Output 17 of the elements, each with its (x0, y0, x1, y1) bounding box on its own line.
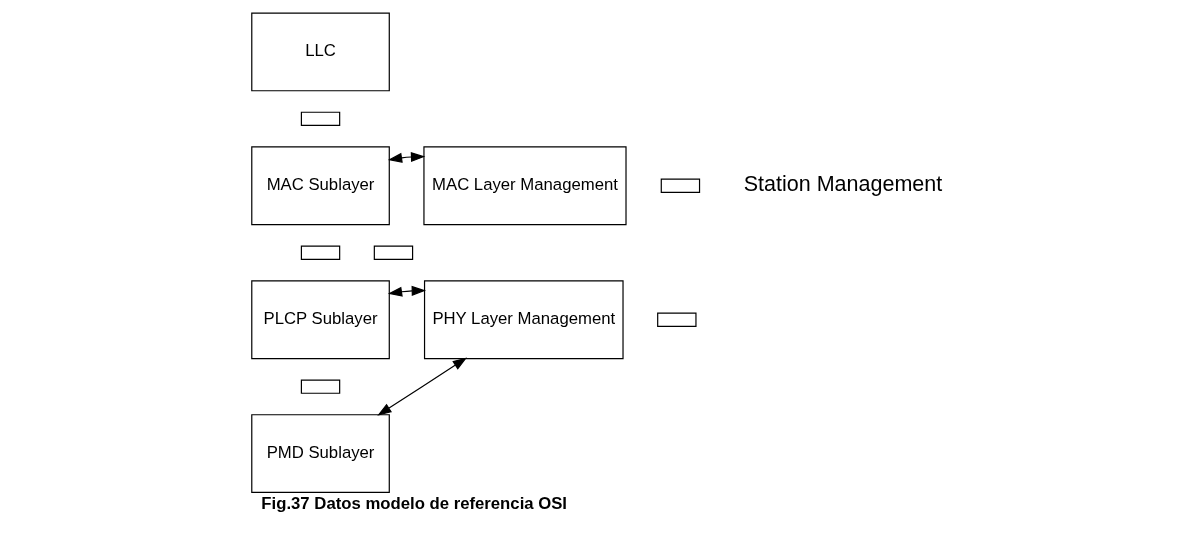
node-box: MAC Layer Management (422, 146, 627, 226)
node-box (300, 245, 340, 260)
node-box (373, 245, 413, 260)
arrow (387, 152, 425, 163)
node-box: PLCP Sublayer (250, 280, 390, 360)
arrow (376, 357, 467, 416)
node-box (660, 178, 700, 193)
node-box (656, 312, 697, 327)
node-box: MAC Sublayer (250, 146, 390, 226)
node-box: PMD Sublayer (250, 414, 390, 494)
node-box (300, 379, 340, 394)
node-box: LLC (250, 12, 390, 92)
node-box: PHY Layer Management (423, 280, 624, 360)
label: Station Management (743, 172, 942, 197)
arrow (387, 285, 426, 297)
caption: Fig.37 Datos modelo de referencia OSI (260, 494, 567, 514)
node-box (300, 111, 340, 126)
